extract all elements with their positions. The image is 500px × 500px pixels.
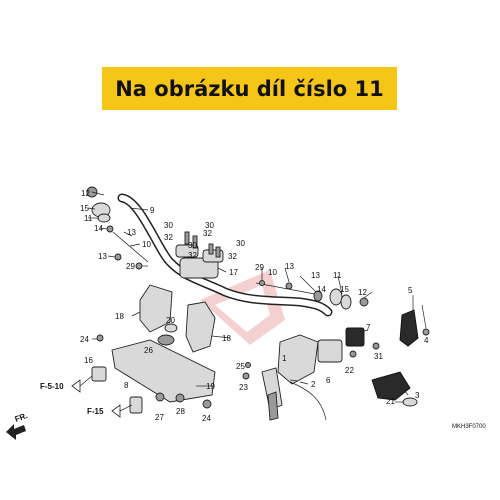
rubber-20 [164,323,178,333]
right-controls [242,309,430,421]
washer-14 [106,225,114,233]
label-18-right: 18 [222,334,231,343]
label-27: 27 [155,413,164,422]
label-13-right-a: 13 [285,262,294,271]
bolt-23 [242,372,250,380]
label-17: 17 [229,268,238,277]
nut-29-left [135,262,143,270]
label-15-left: 15 [80,204,89,213]
leader-lines [87,191,427,403]
label-25: 25 [236,362,245,371]
switch-6 [317,339,343,363]
bush-26 [157,334,175,346]
front-label: FR. [14,411,29,424]
label-13-upper: 13 [127,228,136,237]
label-30-c: 30 [188,241,197,250]
nut-13-right [285,282,293,290]
label-30-d: 30 [236,239,245,248]
holder-18-left [139,284,173,333]
label-30-b: 30 [205,221,214,230]
label-5: 5 [408,286,413,295]
ref-label-f-5-10: F-5-10 [40,382,64,391]
bolt-27 [155,392,165,402]
label-14-right: 14 [317,285,326,294]
nut-13-left [114,253,122,261]
label-31: 31 [374,352,383,361]
label-19: 19 [206,382,215,391]
screw-25 [245,362,251,368]
remote-key-3 [371,371,411,401]
clamp-16 [91,366,107,382]
label-21: 21 [386,397,395,406]
sleeve-11-right [340,294,352,310]
bracket-8 [129,396,143,414]
front-direction-arrow: FR. [6,411,29,440]
label-23: 23 [239,383,248,392]
nut-4 [422,328,430,336]
label-11-right: 11 [333,271,342,280]
label-12-left: 12 [81,189,90,198]
label-1: 1 [282,354,287,363]
label-32-c: 32 [188,251,197,260]
bolt-24-bottom [202,399,212,409]
label-22: 22 [345,366,354,375]
label-28: 28 [176,407,185,416]
washer-14-right [313,290,323,302]
label-13-right-b: 13 [311,271,320,280]
label-13-lower: 13 [98,252,107,261]
label-10-right: 10 [268,268,277,277]
bottom-bridge-19 [111,339,216,403]
ref-f-5-10: F-5-10 [40,375,93,393]
label-10-left: 10 [142,240,151,249]
label-7: 7 [366,323,371,332]
label-12-right: 12 [358,288,367,297]
label-4: 4 [424,336,429,345]
left-grip-parts [86,186,149,270]
sleeve-11 [97,213,111,223]
label-20: 20 [166,316,175,325]
holder-18-right [185,301,216,353]
label-29-right: 29 [255,263,264,272]
part-number-labels: 12 15 11 14 9 13 10 13 29 30 30 32 32 30… [80,189,429,423]
banner-title: Na obrázku díl číslo 11 [115,76,384,101]
label-32-b: 32 [203,229,212,238]
bolt-28 [175,393,185,403]
label-3: 3 [415,391,420,400]
label-11-left: 11 [84,214,93,223]
title-banner: Na obrázku díl číslo 11 [102,67,397,110]
key-5 [399,309,419,347]
steering-stem-parts [91,284,216,414]
screw-31 [372,342,380,350]
master-cylinder-1 [277,334,319,385]
label-26: 26 [144,346,153,355]
switch-7 [345,327,365,347]
label-29-left: 29 [126,262,135,271]
label-24-bottom: 24 [202,414,211,423]
upper-holders [175,231,224,279]
screw-22 [349,350,357,358]
label-30-a: 30 [164,221,173,230]
label-6: 6 [326,376,331,385]
ref-label-f-15: F-15 [87,407,104,416]
diagram-code: MKH3F0700 [452,424,486,430]
label-32-d: 32 [228,252,237,261]
label-24-left: 24 [80,335,89,344]
label-15-right: 15 [340,285,349,294]
brand-wing-watermark [200,270,285,345]
label-8: 8 [124,381,129,390]
bar-end-weight-12-right [359,297,369,307]
right-grip-parts [255,280,369,310]
label-2: 2 [311,380,316,389]
ref-f-15: F-15 [87,404,133,418]
label-14-left: 14 [94,224,103,233]
label-32-a: 32 [164,233,173,242]
label-9: 9 [150,206,155,215]
label-18-left: 18 [115,312,124,321]
label-16: 16 [84,356,93,365]
bolt-24-left [96,334,104,342]
